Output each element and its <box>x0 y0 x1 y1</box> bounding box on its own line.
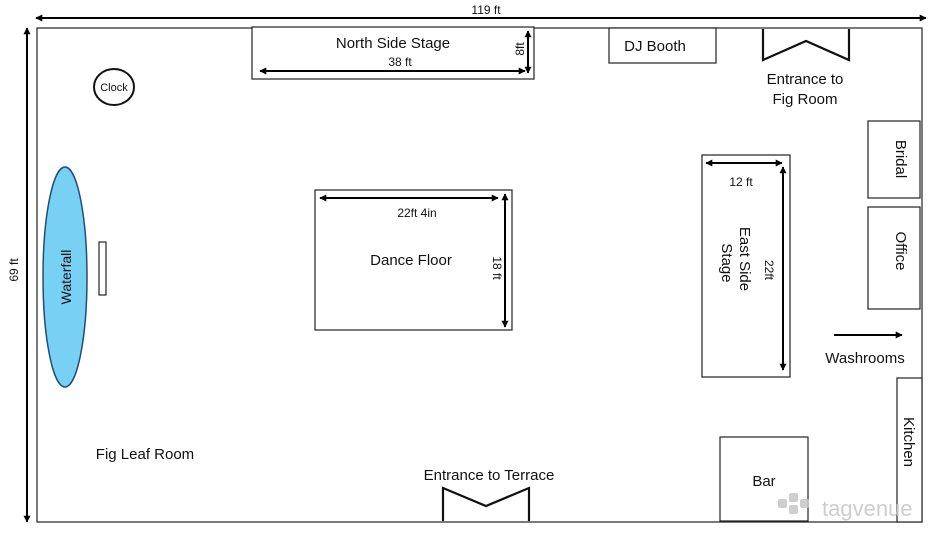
entrance-terrace-door <box>441 486 531 521</box>
entrance-fig-room-label-2: Fig Room <box>772 91 837 108</box>
waterfall-label: Waterfall <box>58 250 74 305</box>
entrance-fig-room-label-1: Entrance to <box>767 71 844 88</box>
waterfall <box>42 166 88 388</box>
tagvenue-watermark: tagvenue <box>778 493 913 521</box>
washrooms-label: Washrooms <box>825 350 904 367</box>
entrance-fig-room-door <box>761 29 851 62</box>
north-stage-length-label: 38 ft <box>388 55 412 69</box>
room-name-label: Fig Leaf Room <box>96 446 194 463</box>
width-dimension-label: 119 ft <box>471 3 501 17</box>
clock-icon <box>93 68 135 106</box>
entrance-terrace-label: Entrance to Terrace <box>424 467 555 484</box>
clock-label: Clock <box>100 82 128 94</box>
dance-floor-label: Dance Floor <box>370 252 452 269</box>
bridal-room <box>867 120 921 199</box>
north-stage-depth-label: 8ft <box>513 42 527 56</box>
east-stage-label-1: East Side <box>736 227 753 291</box>
waterfall-ledge <box>98 241 107 296</box>
dance-floor-depth-label: 18 ft <box>490 256 504 280</box>
dance-floor-width-label: 22ft 4in <box>397 206 436 220</box>
height-dimension-label: 69 ft <box>7 258 21 282</box>
kitchen-room <box>896 377 923 523</box>
office-room <box>867 206 921 310</box>
office-label: Office <box>892 232 909 271</box>
bridal-label: Bridal <box>892 140 909 178</box>
dance-floor <box>314 189 513 331</box>
tagvenue-watermark-text: tagvenue <box>822 496 913 521</box>
bar-label: Bar <box>752 473 775 490</box>
east-side-stage <box>701 154 791 378</box>
east-stage-width-label: 12 ft <box>729 175 753 189</box>
east-stage-length-label: 22ft <box>762 260 776 281</box>
east-stage-label-2: Stage <box>718 243 735 282</box>
tagvenue-logo-icon <box>778 493 809 514</box>
north-stage-label: North Side Stage <box>336 35 450 52</box>
kitchen-label: Kitchen <box>900 417 917 467</box>
dj-booth-label: DJ Booth <box>624 38 686 55</box>
dj-booth <box>608 27 717 64</box>
